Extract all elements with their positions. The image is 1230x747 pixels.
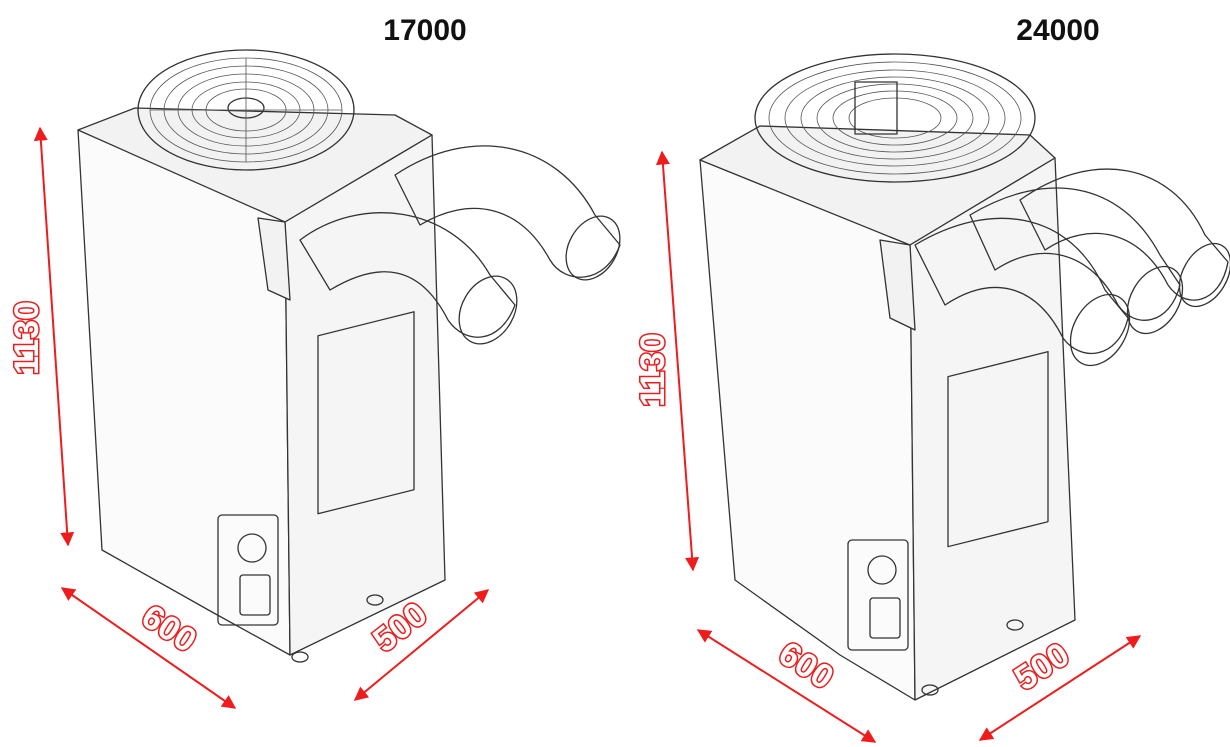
bevel-edge (257, 217, 291, 301)
top-deck (699, 125, 1056, 246)
duct-hoses (299, 145, 621, 345)
unit-17000: 17000 (7, 14, 621, 709)
duct-hoses (914, 168, 1230, 367)
depth-arrow (353, 589, 490, 701)
handle-icon (869, 597, 901, 639)
wheel (291, 651, 309, 663)
height-label: 1130 (8, 301, 46, 375)
handle-icon (239, 574, 271, 616)
width-arrow (696, 629, 877, 743)
fan-motor-box (854, 81, 898, 135)
depth-arrow (978, 635, 1142, 741)
vent-mesh (947, 351, 1049, 548)
power-socket-icon (867, 555, 897, 585)
height-arrow (655, 150, 700, 572)
fan-grille (754, 53, 1036, 183)
model-title-17000: 17000 (383, 14, 466, 47)
unit-24000: 24000 1130 (633, 14, 1230, 743)
width-label: 600 (135, 597, 203, 660)
width-arrow (60, 587, 237, 709)
front-panel (284, 134, 446, 656)
wheel (1006, 619, 1024, 631)
wheel (921, 684, 939, 696)
model-title-24000: 24000 (1016, 14, 1099, 47)
fan-grille (137, 49, 355, 171)
vent-grille (317, 311, 415, 515)
bevel-edge (879, 239, 916, 331)
height-label: 1130 (634, 333, 672, 407)
height-arrow (33, 126, 75, 547)
cable-recess (847, 539, 909, 651)
cable-recess (217, 514, 279, 626)
front-panel (909, 157, 1076, 701)
power-socket-icon (237, 533, 267, 563)
